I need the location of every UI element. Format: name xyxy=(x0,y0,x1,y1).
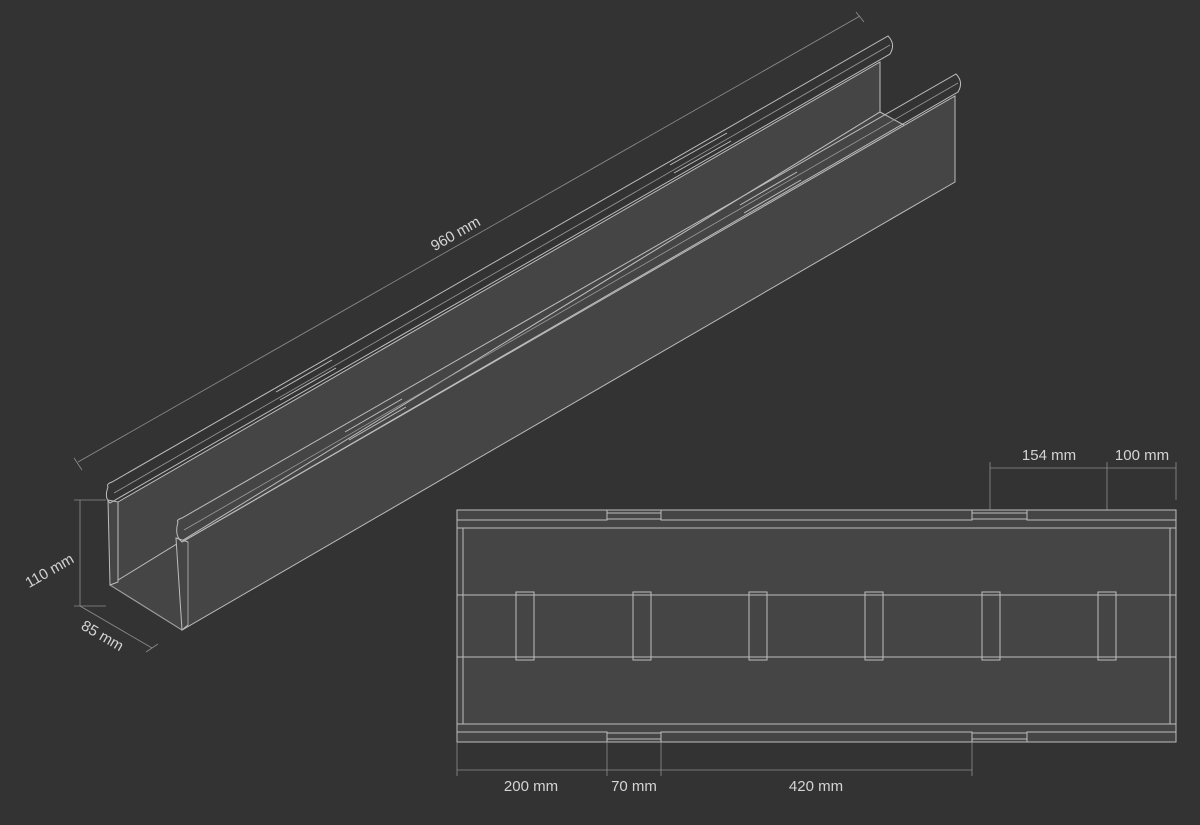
top-dim-label-2: 100 mm xyxy=(1115,447,1169,464)
plan-view: 154 mm 100 mm xyxy=(456,447,1177,795)
bottom-dim-label-2: 70 mm xyxy=(611,778,657,795)
width-dimension-label: 85 mm xyxy=(78,617,126,655)
length-dimension-line xyxy=(77,15,861,463)
back-wall xyxy=(117,61,881,583)
plan-body xyxy=(456,509,1177,743)
back-rim xyxy=(105,35,894,504)
front-rim xyxy=(176,73,962,543)
grate-clips xyxy=(515,591,1117,661)
back-rim-joints xyxy=(275,132,732,401)
width-dimension-line xyxy=(79,605,153,649)
top-dim-label-1: 154 mm xyxy=(1022,447,1076,464)
bottom-dim-label-3: 420 mm xyxy=(789,778,843,795)
length-dimension-label: 960 mm xyxy=(428,213,483,255)
bottom-dim-label-1: 200 mm xyxy=(504,778,558,795)
grate-band xyxy=(456,594,1177,658)
isometric-view: 960 mm 110 mm 85 mm xyxy=(23,11,962,655)
front-rim-joints xyxy=(344,171,802,441)
height-dimension-label: 110 mm xyxy=(23,550,77,591)
